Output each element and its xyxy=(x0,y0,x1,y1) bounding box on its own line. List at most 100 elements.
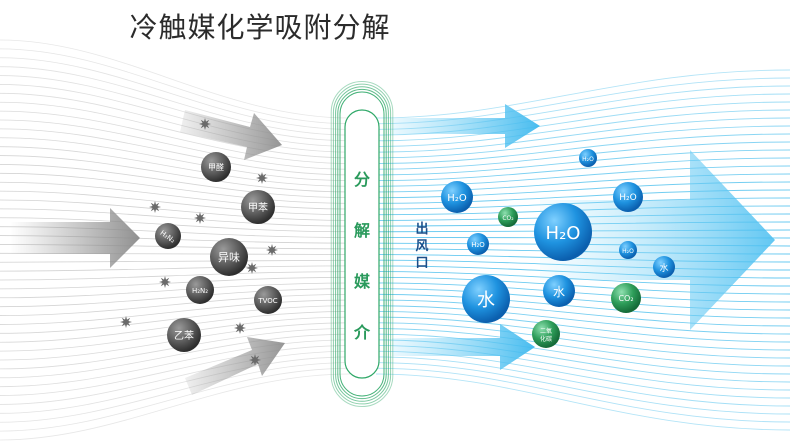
outlet-flow-line xyxy=(375,157,790,182)
inlet-flow-line xyxy=(0,367,351,432)
molecule-odor: 异味 xyxy=(210,238,248,276)
outlet-arrow-bottom xyxy=(392,324,535,370)
inlet-flow-line xyxy=(0,299,351,325)
pollutant-particle-icon xyxy=(120,316,132,328)
outlet-flow-line xyxy=(375,350,790,399)
product-molecules: H₂O H₂O CO₂ H₂O H₂O H₂O xyxy=(441,149,675,348)
outlet-label: 出 风 口 xyxy=(415,221,428,271)
outlet-label-char-3: 口 xyxy=(415,256,428,271)
outlet-flow-line xyxy=(375,149,790,176)
molecule-h2n2-small: H₂N₂ xyxy=(155,223,181,249)
filter-label-char-3: 媒 xyxy=(354,272,371,291)
outlet-flow-line xyxy=(375,316,790,351)
svg-text:水: 水 xyxy=(477,290,495,311)
molecule-water-mid: 水 xyxy=(543,275,575,307)
filter-ring xyxy=(337,88,387,400)
inlet-flow-line xyxy=(0,137,351,181)
svg-text:乙苯: 乙苯 xyxy=(174,329,194,342)
molecule-h2o-mid-right: H₂O xyxy=(619,241,637,259)
filter-medium: 分 解 媒 介 xyxy=(330,80,394,408)
pollutant-particles xyxy=(120,118,278,366)
svg-text:TVOC: TVOC xyxy=(257,297,277,305)
svg-text:H₂O: H₂O xyxy=(582,156,594,163)
svg-text:CO₂: CO₂ xyxy=(618,294,633,303)
inlet-flow-line xyxy=(0,172,351,204)
outlet-flow-line xyxy=(375,356,790,407)
svg-text:H₂O: H₂O xyxy=(622,248,634,255)
pollutant-particle-icon xyxy=(194,212,206,224)
svg-text:H₂O: H₂O xyxy=(471,241,485,249)
inlet-flow-line xyxy=(0,199,351,221)
svg-text:H₂O: H₂O xyxy=(619,193,636,203)
inlet-flow-line xyxy=(0,39,351,119)
inlet-flow-line xyxy=(0,271,351,281)
outlet-label-char-1: 出 xyxy=(415,221,428,237)
svg-text:化碳: 化碳 xyxy=(540,335,552,343)
filter-label-char-2: 解 xyxy=(354,221,370,240)
inlet-flow-line xyxy=(0,356,351,414)
outlet-flow-line xyxy=(375,125,790,159)
molecule-carbon-dioxide: 二氧 化碳 xyxy=(532,320,560,348)
filter-ring xyxy=(332,83,392,405)
molecule-h2n2: H₂N₂ xyxy=(186,276,214,304)
molecule-water-large: 水 xyxy=(462,275,510,323)
inlet-arrow-top xyxy=(180,110,282,160)
inlet-flow-line xyxy=(0,164,351,199)
inlet-flow-line xyxy=(0,101,351,159)
inlet-flow-line xyxy=(0,75,351,142)
outlet-flow-line xyxy=(375,101,790,142)
svg-text:H₂O: H₂O xyxy=(447,193,467,204)
pollutant-particle-icon xyxy=(246,262,258,274)
outlet-flow-line xyxy=(375,373,790,431)
outlet-flow-line xyxy=(375,133,790,164)
pollutant-particle-icon xyxy=(249,354,261,366)
outlet-label-char-2: 风 xyxy=(415,239,428,254)
molecule-h2o-right-top: H₂O xyxy=(613,182,643,212)
outlet-flow-line xyxy=(375,305,790,335)
inlet-flow-line xyxy=(0,350,351,405)
inlet-flow-line xyxy=(0,282,351,299)
inlet-flow-line xyxy=(0,48,351,125)
svg-text:CO₂: CO₂ xyxy=(502,215,514,222)
molecule-h2o-mid-left: H₂O xyxy=(467,233,489,255)
filter-ring xyxy=(335,86,389,402)
inlet-flow-line xyxy=(0,66,351,136)
outlet-flow-line xyxy=(375,117,790,153)
inlet-flow-line xyxy=(0,128,351,176)
inlet-flow-line xyxy=(0,328,351,370)
molecule-tvoc: TVOC xyxy=(254,286,282,314)
pollutant-particle-icon xyxy=(234,322,246,334)
outlet-flow-line xyxy=(375,77,790,125)
outlet-flow-line xyxy=(375,173,790,193)
outlet-flow-line xyxy=(375,367,790,423)
molecule-toluene: 甲苯 xyxy=(241,190,275,224)
inlet-flow-line xyxy=(0,190,351,216)
pollutant-particle-icon xyxy=(159,276,171,288)
outlet-flow-line xyxy=(375,141,790,170)
svg-text:甲醛: 甲醛 xyxy=(208,162,224,172)
outlet-flow-line xyxy=(375,181,790,199)
outlet-flow-line xyxy=(375,322,790,359)
inlet-flow-line xyxy=(0,84,351,147)
inlet-arrow-bottom xyxy=(185,337,285,395)
outlet-flow-line xyxy=(375,299,790,327)
molecule-ethylbenzene: 乙苯 xyxy=(167,318,201,352)
outlet-flow-line xyxy=(375,310,790,343)
inlet-flow-line xyxy=(0,57,351,130)
inlet-flow-line xyxy=(0,265,351,272)
inlet-flow-line xyxy=(0,339,351,388)
inlet-flow-line xyxy=(0,345,351,396)
svg-text:二氧: 二氧 xyxy=(540,327,552,335)
molecule-h2o-left: H₂O xyxy=(441,181,473,213)
inlet-flow-line xyxy=(0,92,351,153)
filter-ring xyxy=(339,91,385,397)
outlet-flow-line xyxy=(375,333,790,375)
molecule-h2o-large: H₂O xyxy=(534,203,592,261)
pollutant-molecules: 甲醛 甲苯 H₂N₂ 异味 H₂N₂ TVOC xyxy=(155,152,282,352)
inlet-flow-line xyxy=(0,119,351,170)
outlet-flow-line xyxy=(375,293,790,319)
inlet-flow-line xyxy=(0,305,351,334)
outlet-big-arrow xyxy=(540,150,775,330)
